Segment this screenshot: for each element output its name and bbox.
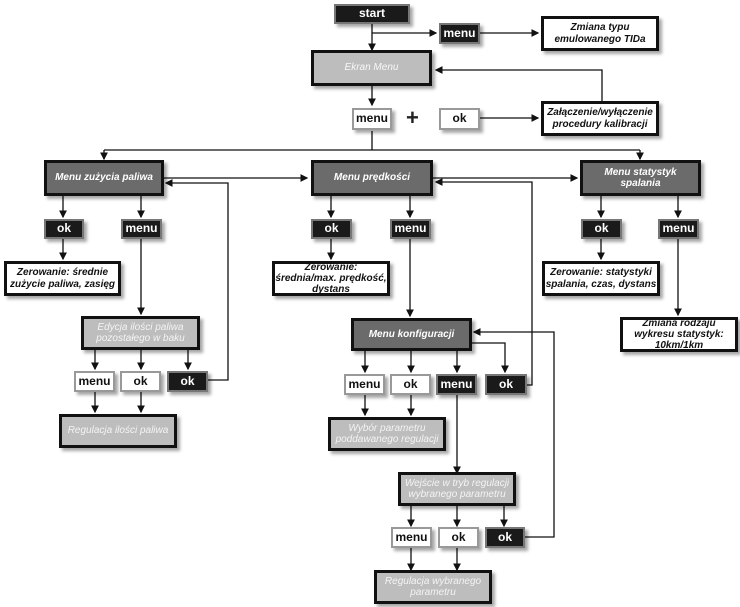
wejscie-ok-key: ok bbox=[438, 527, 479, 548]
menu-statystyk-spalania-box: Menu statystyk spalania bbox=[580, 160, 701, 196]
regulacja-ilosci-paliwa-box: Regulacja ilości paliwa bbox=[59, 414, 177, 448]
bus-line bbox=[104, 131, 640, 151]
edycja-ok-key: ok bbox=[120, 371, 161, 392]
start-menu-key: menu bbox=[439, 23, 480, 44]
combo-menu-key: menu bbox=[352, 108, 392, 130]
menu-zuzycia-paliwa-box: Menu zużycia paliwa bbox=[44, 160, 164, 196]
konfiguracja-ok-key: ok bbox=[390, 374, 431, 395]
predkosci-menu-key: menu bbox=[390, 219, 431, 239]
start-node: start bbox=[334, 4, 410, 24]
predkosci-ok-key: ok bbox=[311, 219, 352, 239]
konfiguracja-menu-confirm-key: menu bbox=[436, 374, 477, 395]
konfiguracja-menu-key: menu bbox=[344, 374, 385, 395]
arrow-kalibracja-ekran bbox=[434, 66, 603, 101]
combo-ok-key: ok bbox=[439, 108, 480, 130]
arrow-konf-ok-back bbox=[434, 178, 533, 386]
statystyk-menu-key: menu bbox=[658, 219, 699, 239]
arrow-edycja-ok-back bbox=[164, 179, 229, 381]
wybor-parametru-box: Wybór parametru poddawanego regulacji bbox=[328, 417, 446, 451]
arrow-wej-ok-back bbox=[472, 328, 555, 538]
ekran-menu-box: Ekran Menu bbox=[311, 50, 432, 86]
zmiana-wykresu-box: Zmiana rodzaju wykresu statystyk: 10km/1… bbox=[620, 317, 738, 352]
wejscie-ok-confirm-key: ok bbox=[485, 527, 525, 548]
zuzycia-menu-key: menu bbox=[121, 219, 162, 239]
kalibracja-box: Załączenie/wyłączenie procedury kalibrac… bbox=[541, 101, 659, 136]
zerowanie-statystyk-box: Zerowanie: statystyki spalania, czas, dy… bbox=[542, 261, 660, 296]
edycja-ok-confirm-key: ok bbox=[167, 371, 208, 392]
zmiana-typu-tida-box: Zmiana typu emulowanego TIDa bbox=[541, 16, 659, 51]
statystyk-ok-key: ok bbox=[581, 219, 622, 239]
wejscie-tryb-regulacji-box: Wejście w tryb regulacji wybranego param… bbox=[398, 472, 516, 506]
konfiguracja-ok-confirm-key: ok bbox=[485, 374, 527, 395]
menu-predkosci-box: Menu prędkości bbox=[311, 160, 433, 196]
plus-sign: + bbox=[406, 105, 419, 130]
zuzycia-ok-key: ok bbox=[44, 219, 84, 239]
edycja-ilosci-paliwa-box: Edycja ilości paliwa pozostałego w baku bbox=[81, 316, 200, 350]
wejscie-menu-key: menu bbox=[391, 527, 432, 548]
zerowanie-zuzycia-box: Zerowanie: średnie zużycie paliwa, zasię… bbox=[4, 261, 121, 296]
menu-konfiguracji-box: Menu konfiguracji bbox=[351, 318, 472, 351]
edycja-menu-key: menu bbox=[74, 371, 115, 392]
zerowanie-predkosci-box: Zerowanie: średnia/max. prędkość, dystan… bbox=[272, 261, 390, 296]
regulacja-parametru-box: Regulacja wybranego parametru bbox=[374, 570, 492, 604]
